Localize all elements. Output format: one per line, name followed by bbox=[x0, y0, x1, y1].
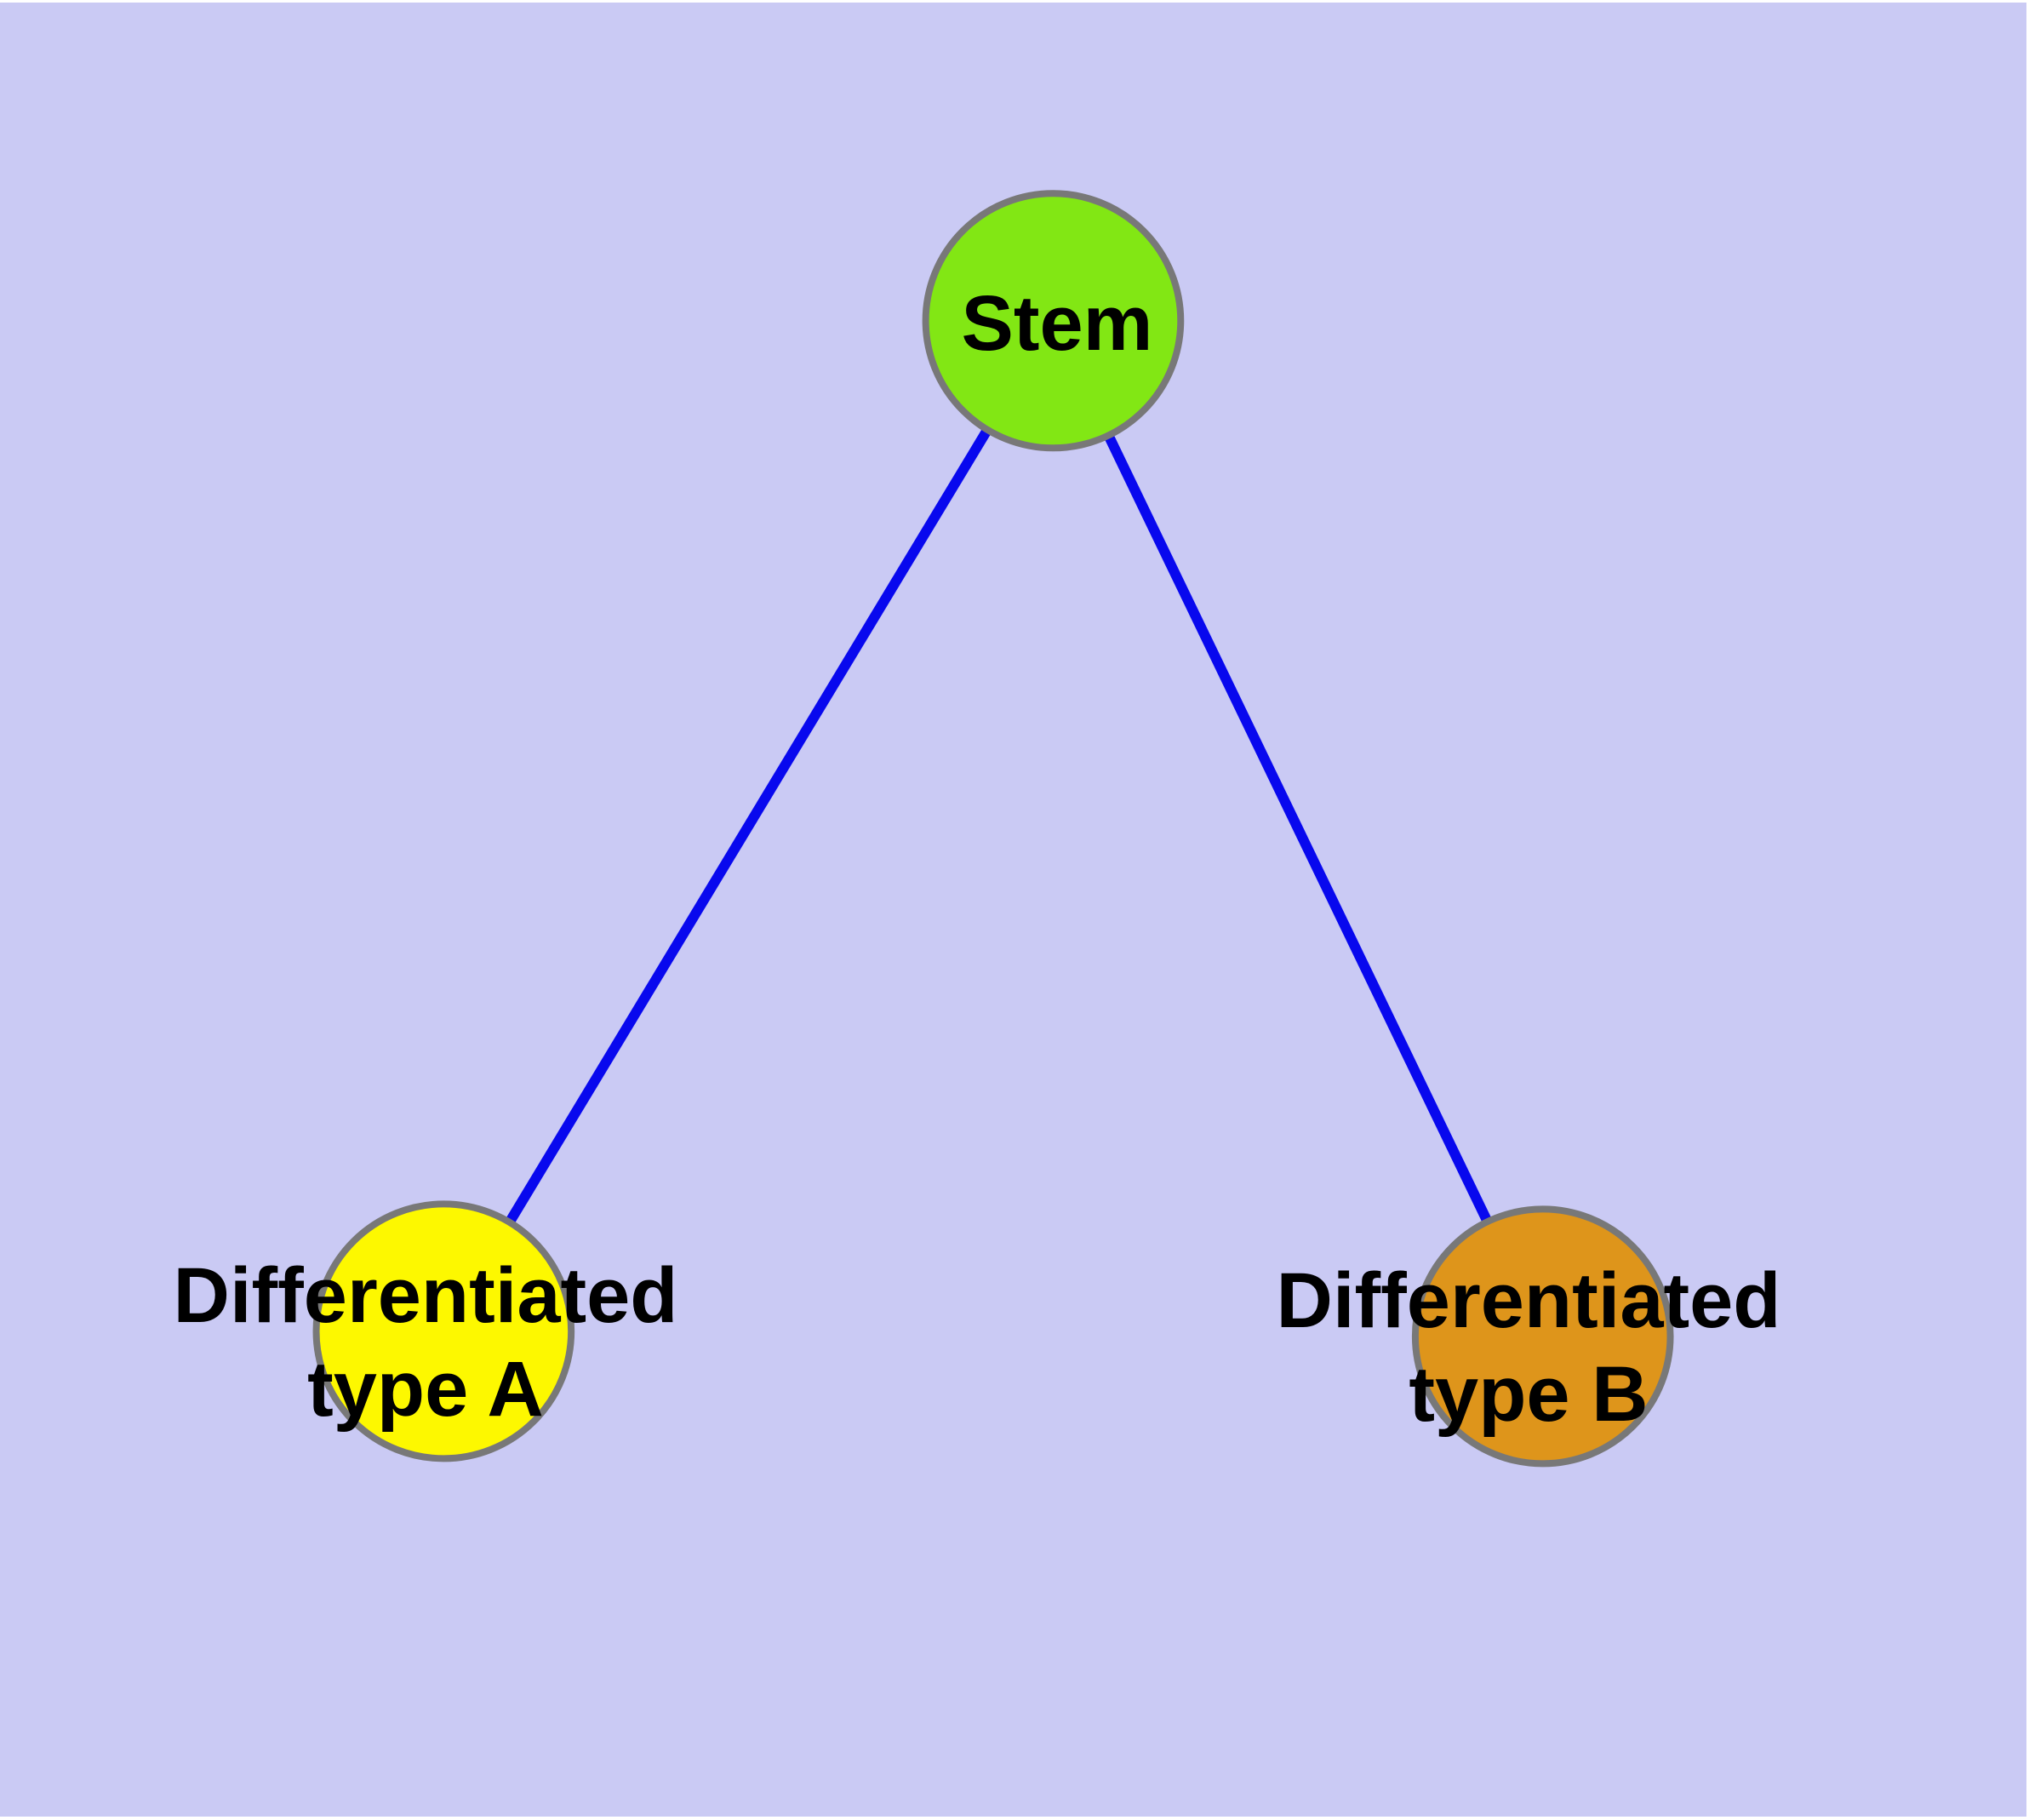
edges-layer bbox=[439, 318, 1548, 1339]
node-circle-stem[interactable] bbox=[922, 190, 1185, 452]
nodes-layer bbox=[312, 190, 1674, 1468]
node-circle-typeA[interactable] bbox=[312, 1200, 575, 1462]
edge-stem-typeA bbox=[439, 318, 1058, 1334]
node-circle-typeB[interactable] bbox=[1411, 1205, 1674, 1468]
edge-stem-typeB bbox=[1049, 318, 1548, 1339]
graph-svg bbox=[312, 190, 1674, 1468]
